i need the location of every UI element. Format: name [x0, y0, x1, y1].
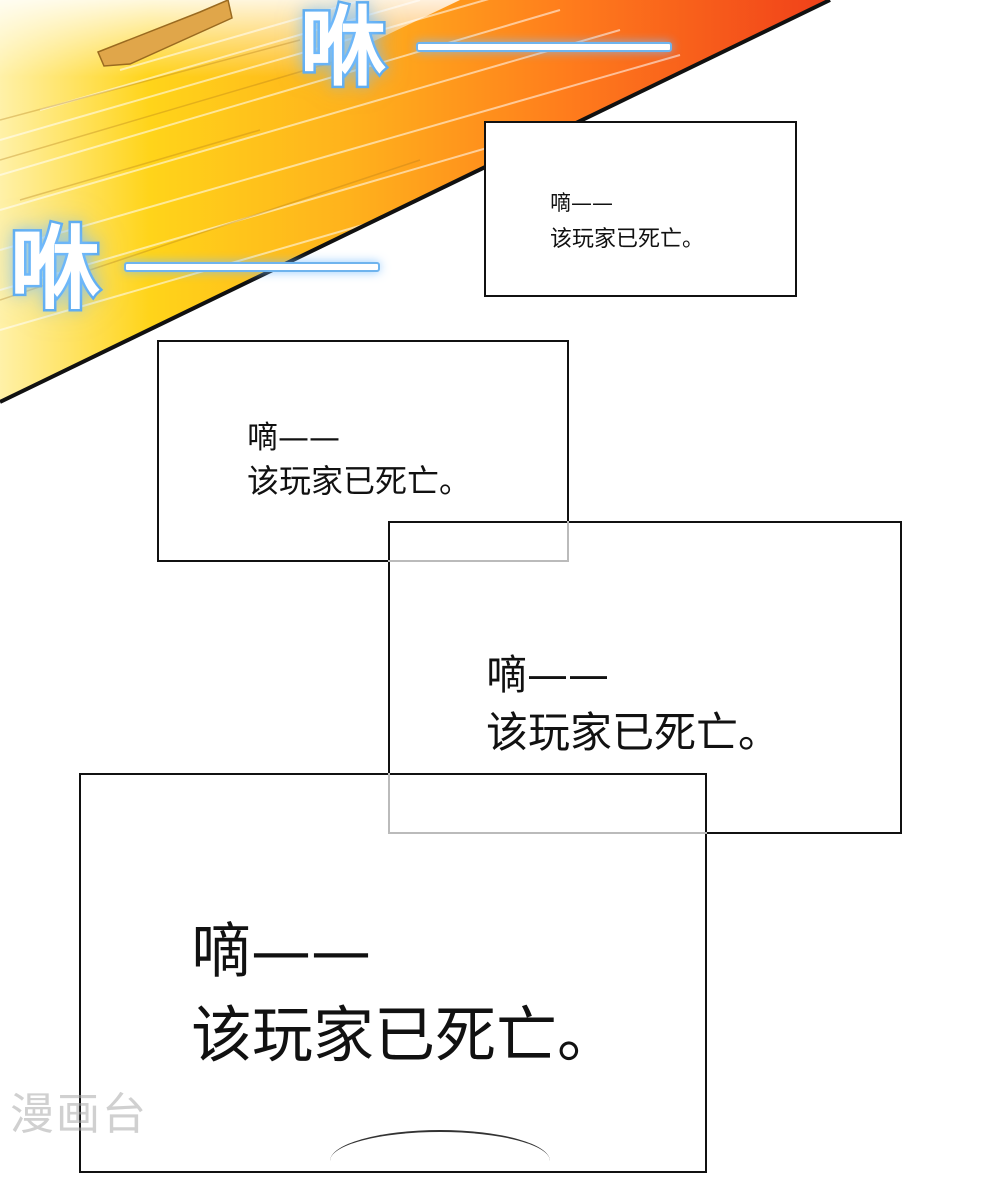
message-line-dead: 该玩家已死亡。: [191, 1000, 619, 1071]
message-line-dead: 该玩家已死亡。: [550, 227, 705, 252]
message-line-dead: 该玩家已死亡。: [247, 462, 472, 500]
message-line-beep: 嘀——: [191, 917, 371, 987]
watermark-logo: 漫画台: [10, 1089, 148, 1140]
sfx-dash-left: [124, 262, 380, 272]
sfx-dash-top: [416, 42, 672, 52]
system-message-box-4: 嘀—— 该玩家已死亡。: [79, 773, 707, 1173]
message-line-beep: 嘀——: [486, 651, 609, 699]
speed-lines-fade: [0, 0, 460, 220]
system-message-box-1: 嘀—— 该玩家已死亡。: [484, 121, 797, 297]
flying-object: [97, 0, 233, 67]
bottom-arc: [330, 1130, 550, 1192]
sfx-whoosh-left: 咻: [8, 217, 103, 322]
sfx-whoosh-top: 咻: [298, 0, 389, 99]
message-line-beep: 嘀——: [550, 191, 613, 215]
message-line-dead: 该玩家已死亡。: [486, 708, 781, 757]
message-line-beep: 嘀——: [247, 420, 340, 456]
